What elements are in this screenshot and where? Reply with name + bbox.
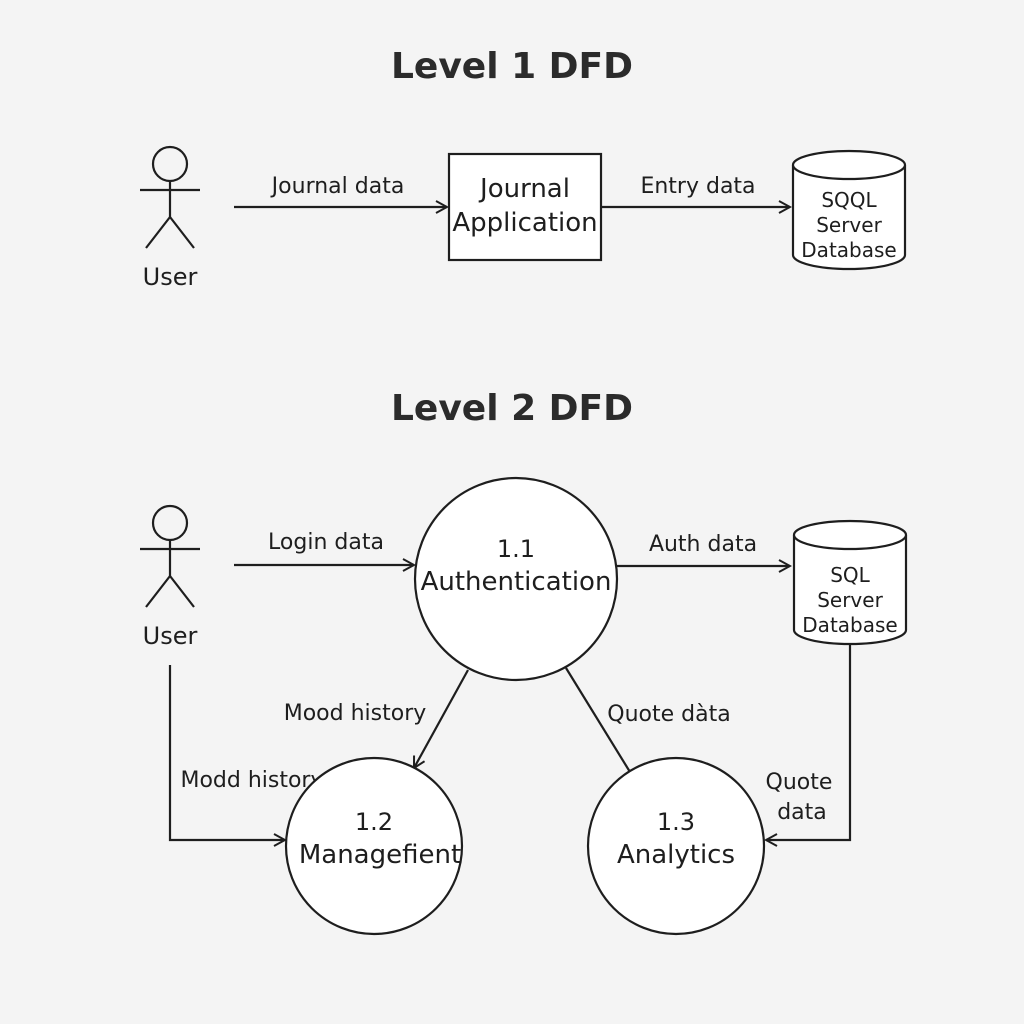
level1-database-line3: Database xyxy=(801,238,896,262)
level1-database-line2: Server xyxy=(816,213,882,237)
level1-user-actor xyxy=(140,145,200,249)
level2-management-process xyxy=(284,756,464,936)
level2-quote-data-line xyxy=(565,667,631,773)
level2-auth-data-label: Auth data xyxy=(649,532,757,557)
level1-process-box xyxy=(447,152,603,262)
level1-title: Level 1 DFD xyxy=(391,46,633,87)
level1-database-cylinder xyxy=(791,149,907,271)
level2-login-data-label: Login data xyxy=(268,530,384,555)
level2-auth-number: 1.1 xyxy=(497,535,535,563)
level1-user-label: User xyxy=(143,263,198,291)
level2-user-management-arrow xyxy=(168,665,285,840)
level2-mood-history-label: Mood history xyxy=(284,701,427,726)
level2-db-analytics-label-line1: Quote xyxy=(766,770,833,795)
level2-database-line1: SQL xyxy=(830,563,870,587)
level1-process-line2: Application xyxy=(452,208,597,238)
level2-analytics-number: 1.3 xyxy=(657,808,695,836)
level2-user-actor xyxy=(140,504,200,608)
level2-db-analytics-label-line2: data xyxy=(777,800,827,825)
level2-analytics-name: Analytics xyxy=(617,840,735,870)
level1-entry-data-label: Entry data xyxy=(640,174,755,199)
level2-user-label: User xyxy=(143,622,198,650)
level2-management-name: Managefient xyxy=(299,840,461,870)
level2-quote-data-label: Quote dàta xyxy=(607,702,730,727)
level1-journal-data-label: Journal data xyxy=(270,174,405,199)
level2-database-line2: Server xyxy=(817,588,883,612)
level2-mood-history-arrow xyxy=(414,669,469,768)
level2-modd-history-label: Modd history xyxy=(180,768,323,793)
level2-management-number: 1.2 xyxy=(355,808,393,836)
level2-auth-process xyxy=(413,476,619,682)
level2-database-cylinder xyxy=(792,519,908,646)
level2-database-line3: Database xyxy=(802,613,897,637)
level1-process-line1: Journal xyxy=(478,174,570,204)
level2-title: Level 2 DFD xyxy=(391,388,633,429)
level1-database-line1: SQQL xyxy=(821,188,877,212)
level2-auth-name: Authentication xyxy=(421,567,612,597)
level2-db-analytics-arrow xyxy=(766,645,852,840)
